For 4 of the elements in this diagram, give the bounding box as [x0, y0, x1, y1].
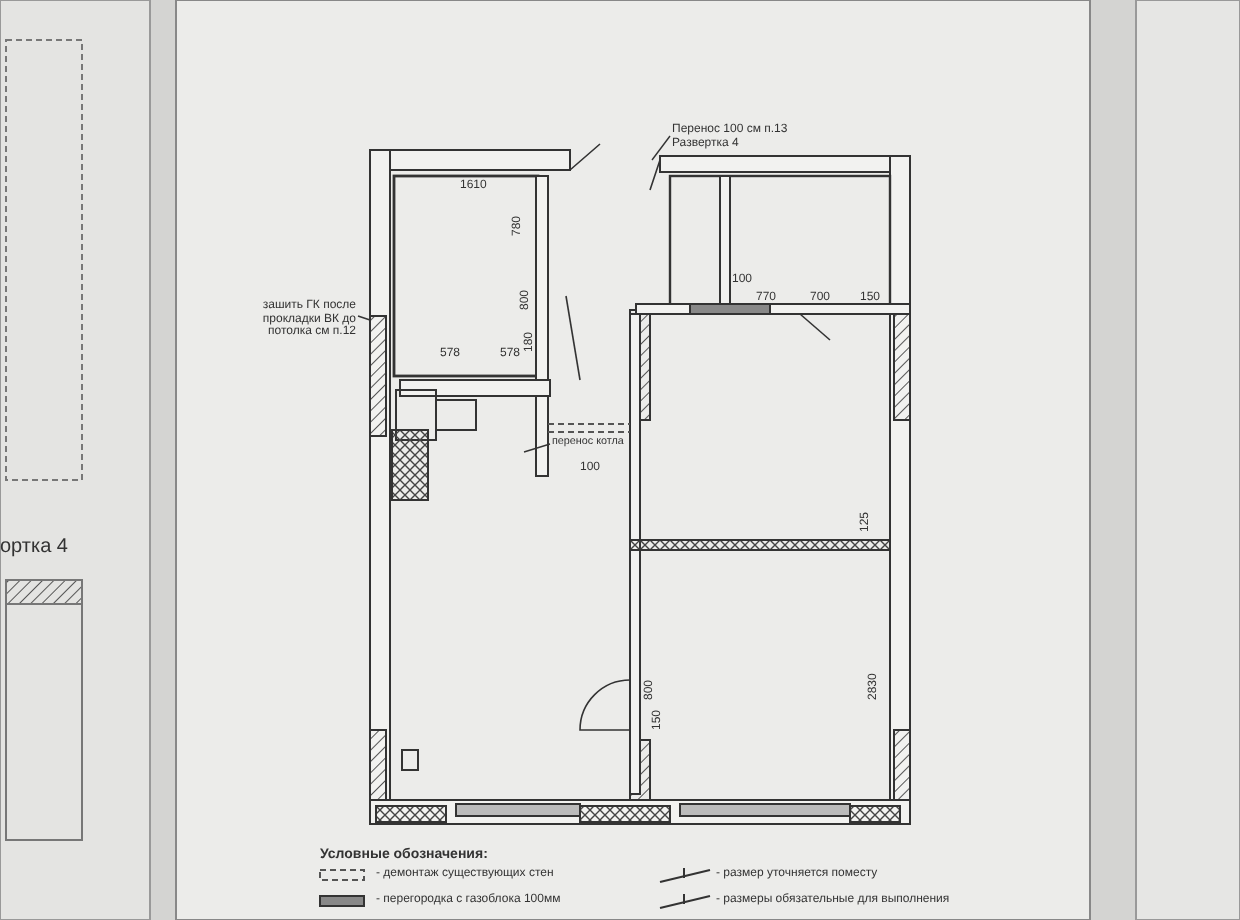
leader-line — [523, 443, 551, 453]
sheet-title: ортка 4 — [0, 536, 68, 558]
leader-line — [651, 135, 671, 161]
leader-line — [357, 315, 371, 321]
